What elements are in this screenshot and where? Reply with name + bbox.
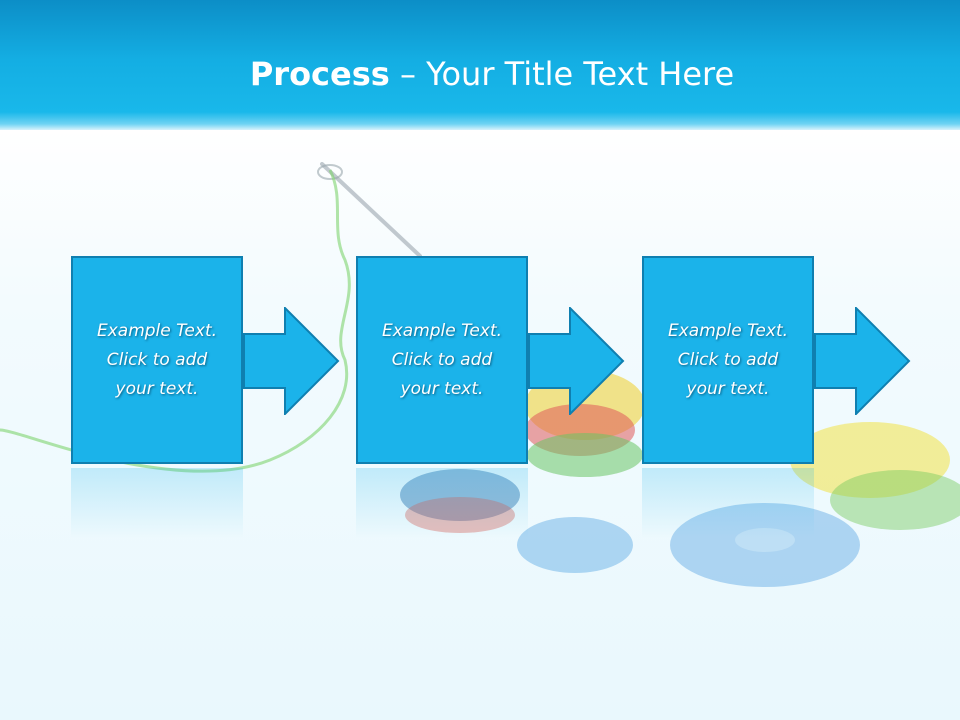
process-step-3-text: Example Text. Click to add your text. — [667, 320, 789, 399]
title-rest-part: – Your Title Text Here — [389, 55, 735, 93]
step-3-reflection — [642, 468, 814, 538]
slide-title[interactable]: Process – Your Title Text Here — [0, 54, 960, 94]
arrow-right-icon — [528, 307, 625, 415]
arrow-right-icon — [814, 307, 911, 415]
process-step-2-text: Example Text. Click to add your text. — [381, 320, 503, 399]
process-step-1-text: Example Text. Click to add your text. — [96, 320, 218, 399]
step-2-reflection — [356, 468, 528, 538]
arrow-right-icon — [243, 307, 340, 415]
process-step-2[interactable]: Example Text. Click to add your text. — [356, 256, 528, 464]
process-step-3[interactable]: Example Text. Click to add your text. — [642, 256, 814, 464]
title-bold-part: Process — [249, 55, 390, 93]
step-1-reflection — [71, 468, 243, 538]
process-step-1[interactable]: Example Text. Click to add your text. — [71, 256, 243, 464]
title-bar: Process – Your Title Text Here — [0, 0, 960, 130]
